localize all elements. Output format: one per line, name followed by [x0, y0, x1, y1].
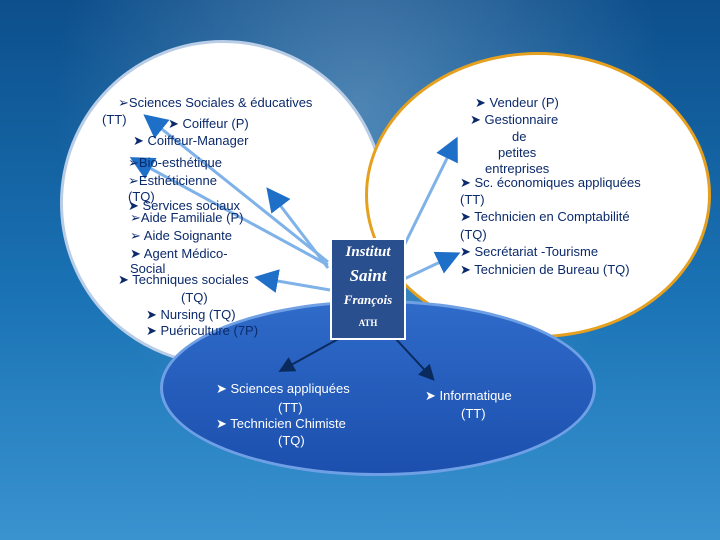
left-line-3: ➤ Coiffeur (P) — [168, 116, 249, 131]
right-line-2: ➤ Gestionnaire — [470, 112, 559, 127]
institute-logo: Institut Saint François ATH — [330, 238, 406, 340]
bottom-line-1: ➤ Sciences appliquées — [216, 381, 350, 396]
left-line-8: ➤ Services sociaux — [128, 198, 241, 213]
arrow-to-sciences-sociales — [143, 114, 329, 264]
left-line-7: (TQ) — [128, 189, 155, 204]
logo-line-1: Institut — [345, 244, 391, 260]
right-line-8: ➤ Technicien en Comptabilité — [460, 209, 630, 224]
arrow-to-sciences-appliquees — [278, 337, 341, 372]
right-line-9: (TQ) — [460, 227, 487, 242]
left-line-11: ➤ Agent Médico- — [130, 246, 228, 261]
bottom-line-3: ➤ Technicien Chimiste — [216, 416, 346, 431]
right-line-4: petites — [498, 145, 537, 160]
logo-line-3: François — [343, 292, 393, 307]
left-line-10: ➢ Aide Soignante — [130, 228, 232, 243]
left-line-13: ➤ Techniques sociales — [118, 272, 249, 287]
left-line-14: (TQ) — [181, 290, 208, 305]
left-line-2: (TT) — [102, 112, 127, 127]
right-line-10: ➤ Secrétariat -Tourisme — [460, 244, 599, 259]
logo-line-4: ATH — [358, 318, 378, 328]
bottom-line-2: (TT) — [278, 400, 303, 415]
bottom-line-4: (TQ) — [278, 433, 305, 448]
arrow-to-bio-esthetique — [129, 157, 329, 267]
logo-line-2: Saint — [349, 266, 387, 285]
right-line-7: (TT) — [460, 192, 485, 207]
arrow-to-techniques-sociales — [254, 269, 331, 293]
left-line-4: ➤ Coiffeur-Manager — [133, 133, 249, 148]
left-line-15: ➤ Nursing (TQ) — [146, 307, 236, 322]
left-line-9: ➢Aide Familiale (P) — [130, 210, 244, 225]
arrow-to-services-sociaux — [266, 187, 330, 269]
left-line-6: ➢Esthéticienne — [128, 173, 217, 188]
left-line-1: ➢Sciences Sociales & éducatives — [118, 95, 313, 110]
outside-line-1: ➤ Informatique — [425, 388, 512, 403]
left-line-16: ➤ Puériculture (7P) — [146, 323, 259, 338]
right-line-1: ➤ Vendeur (P) — [475, 95, 559, 110]
right-line-3: de — [512, 129, 527, 144]
right-line-11: ➤ Technicien de Bureau (TQ) — [460, 262, 630, 277]
arrow-to-right-low — [401, 251, 461, 282]
left-line-12: Social — [130, 261, 166, 276]
right-line-6: ➤ Sc. économiques appliquées — [460, 175, 641, 190]
left-line-5: ➢Bio-esthétique — [128, 155, 223, 170]
arrow-to-informatique — [394, 337, 435, 381]
outside-line-2: (TT) — [461, 406, 486, 421]
right-line-5: entreprises — [485, 161, 550, 176]
